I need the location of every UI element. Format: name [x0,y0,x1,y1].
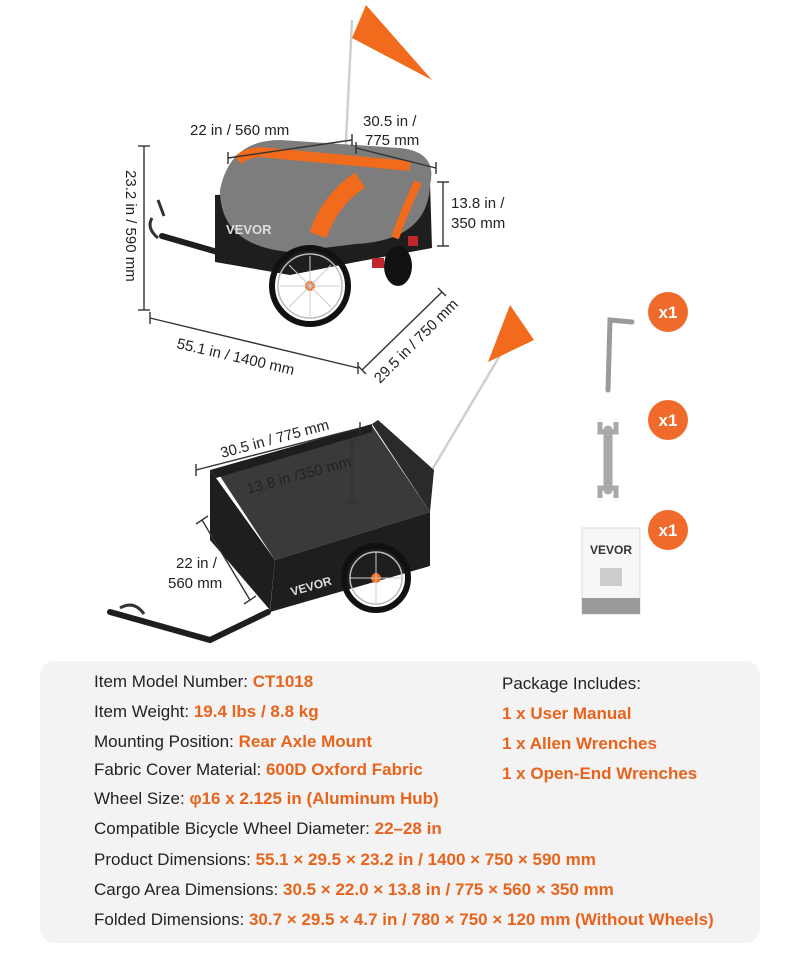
dim-overall-height: 23.2 in / 590 mm [122,170,139,282]
wheel [269,245,351,327]
dimension-lines [195,422,361,605]
spec-mounting-position: Mounting Position: Rear Axle Mount [94,732,373,751]
tow-bar [107,609,271,644]
wheel [341,543,411,613]
open-trailer: VEVOR 30.5 in / 775 mm 13.8 in /350 mm 2… [107,305,534,644]
safety-flag [352,5,432,80]
safety-flag [488,305,534,362]
wheel [384,246,412,286]
quantity-badge [648,510,688,550]
cargo-side [210,470,275,610]
quantity-badge [648,292,688,332]
hitch-coupler [119,603,146,615]
svg-text:x1: x1 [659,411,678,430]
manual-logo: VEVOR [590,543,632,557]
spec-folded-dimensions: Folded Dimensions: 30.7 × 29.5 × 4.7 in … [94,910,714,929]
rear-reflector [372,258,384,268]
package-item: 1 x User Manual [502,704,632,723]
cover-stripe [234,147,411,171]
package-title: Package Includes: [502,674,641,693]
brand-logo: VEVOR [226,222,272,237]
spec-compatible-wheel: Compatible Bicycle Wheel Diameter: 22–28… [94,819,442,838]
rear-reflector [408,236,418,246]
quantity-badge [648,400,688,440]
spec-fabric-material: Fabric Cover Material: 600D Oxford Fabri… [94,760,423,779]
spec-product-dimensions: Product Dimensions: 55.1 × 29.5 × 23.2 i… [94,850,596,869]
spec-card [40,661,760,943]
product-illustration: VEVOR 22 in / 560 mm 30.5 in / 775 mm 13… [107,5,688,644]
dim-cargo-width: 22 in / [176,555,218,572]
package-item: 1 x Open-End Wrenches [502,764,698,783]
dim-top-length-mm: 775 mm [365,132,419,149]
dim-top-height: 13.8 in / [451,195,505,212]
svg-text:x1: x1 [659,303,678,322]
dimension-lines [138,134,449,375]
spec-item-weight: Item Weight: 19.4 lbs / 8.8 kg [94,702,319,721]
svg-text:x1: x1 [659,521,678,540]
assembled-trailer: VEVOR 22 in / 560 mm 30.5 in / 775 mm 13… [122,5,505,387]
dim-overall-length: 55.1 in / 1400 mm [175,335,296,379]
allen-wrench-icon [605,317,635,393]
accessory-user-manual: VEVOR x1 [581,510,688,615]
accessory-open-end-wrench: x1 [597,400,688,498]
accessory-allen-wrench: x1 [605,292,688,393]
hitch-coupler [148,199,166,240]
dim-cargo-width-mm: 560 mm [168,575,222,592]
package-item: 1 x Allen Wrenches [502,734,657,753]
dim-top-width: 22 in / 560 mm [190,122,289,139]
spec-cargo-dimensions: Cargo Area Dimensions: 30.5 × 22.0 × 13.… [94,880,614,899]
spec-wheel-size: Wheel Size: φ16 x 2.125 in (Aluminum Hub… [94,789,439,808]
dim-top-height-mm: 350 mm [451,215,505,232]
spec-model-number: Item Model Number: CT1018 [94,672,314,691]
dim-overall-width: 29.5 in / 750 mm [371,296,462,387]
dim-top-length: 30.5 in / [363,113,417,130]
